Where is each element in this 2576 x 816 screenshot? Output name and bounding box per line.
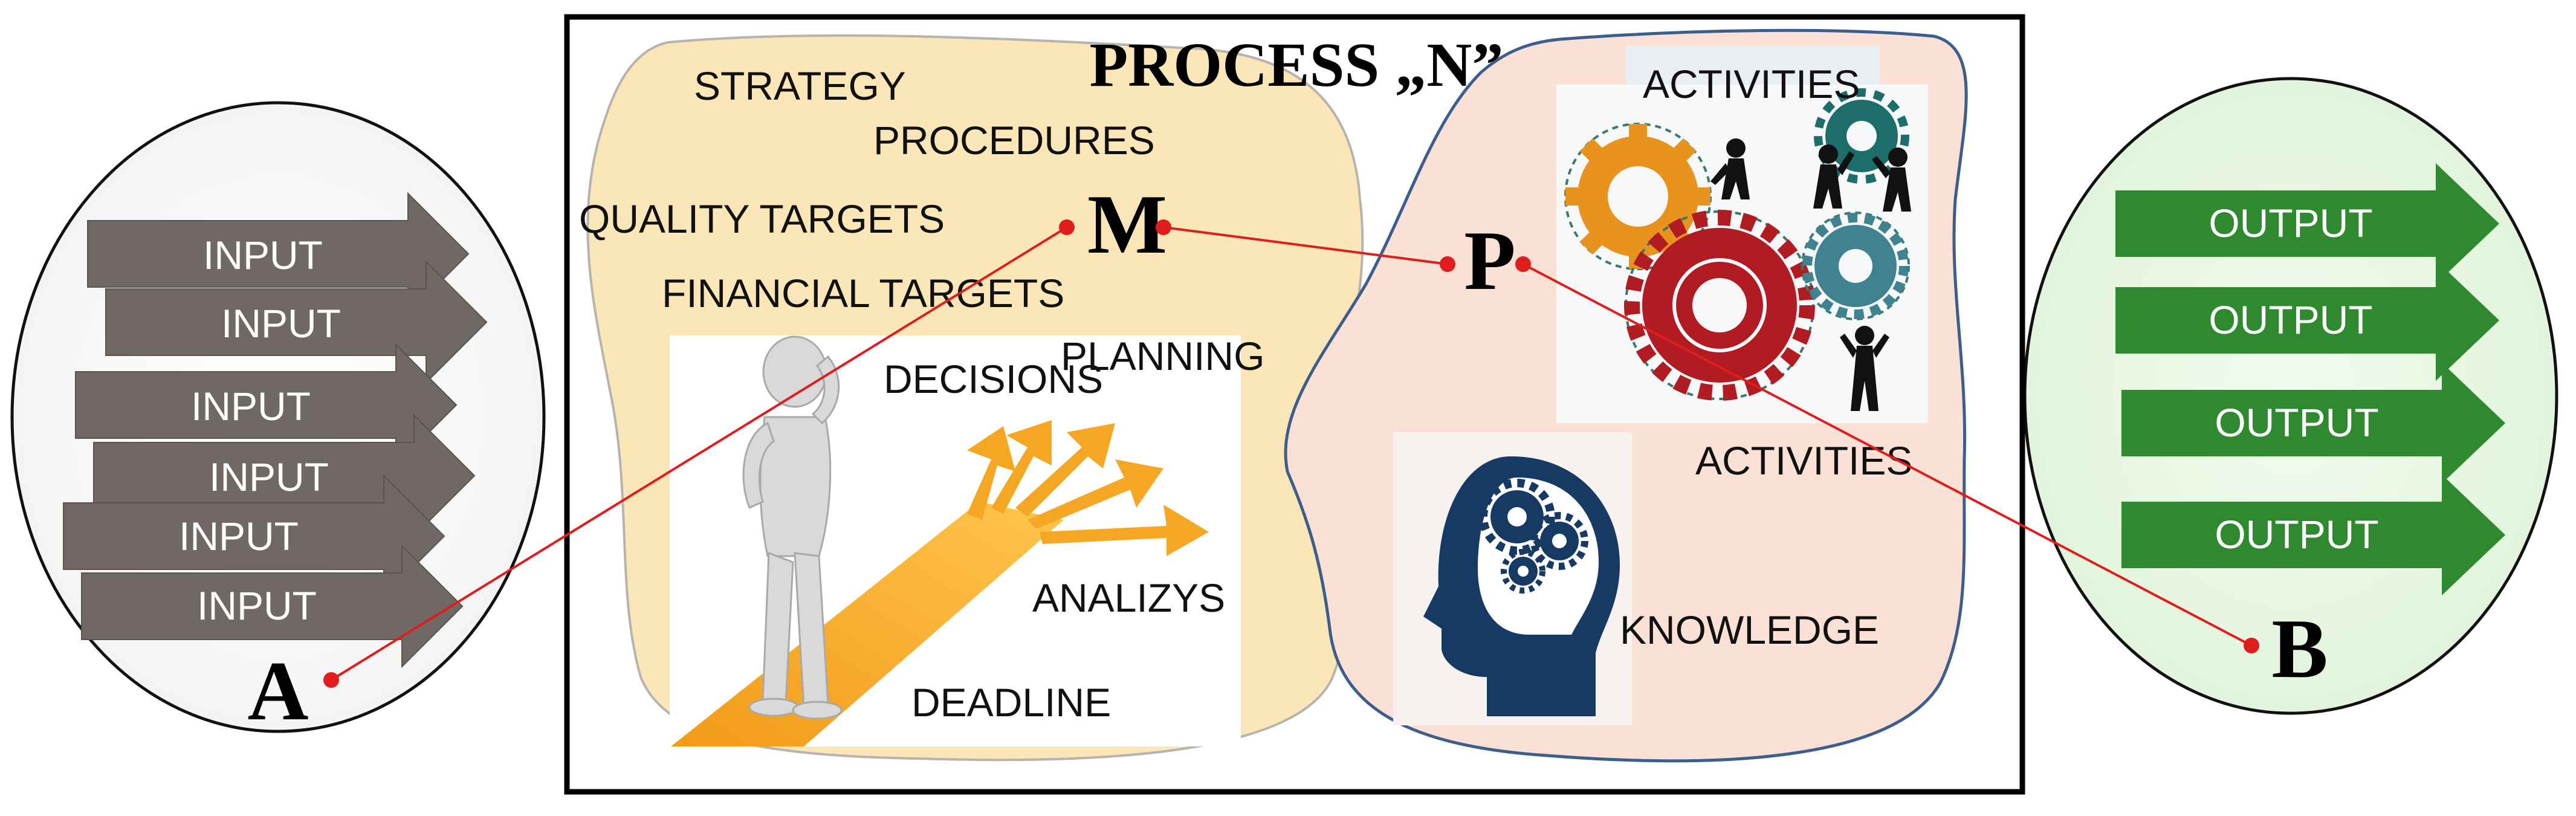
output-arrow-label: OUTPUT (2215, 400, 2378, 445)
orange-gear-icon (1564, 123, 1712, 270)
dot-a (323, 672, 339, 688)
point-p-label: P (1464, 214, 1516, 308)
input-arrow-label: INPUT (209, 455, 329, 499)
activities-top-label: ACTIVITIES (1643, 62, 1860, 106)
connector-a-m (330, 226, 1068, 681)
output-arrow: OUTPUT (2121, 363, 2505, 484)
point-a-label: A (247, 644, 308, 738)
point-m-label: M (1087, 178, 1167, 271)
output-group: OUTPUT OUTPUT OUTPUT OUTPUT B (2023, 77, 2558, 715)
activities-bottom-label: ACTIVITIES (1695, 438, 1912, 483)
output-arrow: OUTPUT (2121, 474, 2505, 595)
red-gear-icon (1624, 210, 1815, 401)
quality-targets-label: QUALITY TARGETS (579, 196, 945, 241)
input-arrow: INPUT (81, 544, 464, 669)
input-arrow-label: INPUT (179, 514, 299, 559)
input-arrow: INPUT (105, 260, 488, 384)
brain-gears-icon (1479, 479, 1588, 594)
input-arrow-label: INPUT (221, 301, 341, 346)
procedures-label: PROCEDURES (873, 118, 1155, 163)
teal-gear-top-icon (1814, 88, 1909, 184)
output-arrow: OUTPUT (2115, 260, 2499, 381)
connector-p-b (1523, 263, 2252, 647)
deadline-label: DEADLINE (911, 680, 1111, 725)
financial-targets-label: FINANCIAL TARGETS (662, 271, 1064, 316)
connector-dots (323, 219, 2259, 688)
teal-gear-right-icon (1801, 212, 1910, 320)
output-arrow-label: OUTPUT (2209, 201, 2372, 245)
output-arrow-label: OUTPUT (2215, 512, 2378, 557)
dot-m-right (1156, 219, 1171, 235)
gears-illustration (1556, 85, 1928, 423)
input-arrow-label: INPUT (191, 384, 311, 429)
dot-m-left (1059, 219, 1075, 235)
knowledge-label: KNOWLEDGE (1620, 607, 1879, 652)
knowledge-illustration (1393, 432, 1632, 725)
input-arrow: INPUT (63, 474, 445, 598)
dot-b (2244, 638, 2259, 653)
analysis-label: ANALIZYS (1032, 575, 1225, 620)
worker-figures (1710, 138, 1911, 411)
output-arrow: OUTPUT (2115, 163, 2499, 284)
input-arrow-label: INPUT (203, 233, 323, 277)
input-arrow-label: INPUT (197, 583, 317, 628)
connector-lines (330, 226, 2252, 681)
connector-m-p (1163, 226, 1448, 265)
output-arrow-label: OUTPUT (2209, 297, 2372, 342)
planning-label: PLANNING (1061, 334, 1264, 378)
decision-arrows (967, 420, 1209, 556)
dot-p-right (1515, 256, 1531, 272)
dot-p-left (1440, 256, 1455, 272)
strategy-label: STRATEGY (694, 63, 906, 108)
decisions-label: DECISIONS (884, 357, 1103, 401)
decision-illustration (670, 335, 1241, 746)
process-title: PROCESS „N” (1090, 30, 1504, 100)
input-group: INPUT INPUT INPUT INPUT INPUT INPUT A (10, 101, 546, 738)
thinking-person (742, 335, 843, 720)
point-b-label: B (2271, 602, 2328, 696)
